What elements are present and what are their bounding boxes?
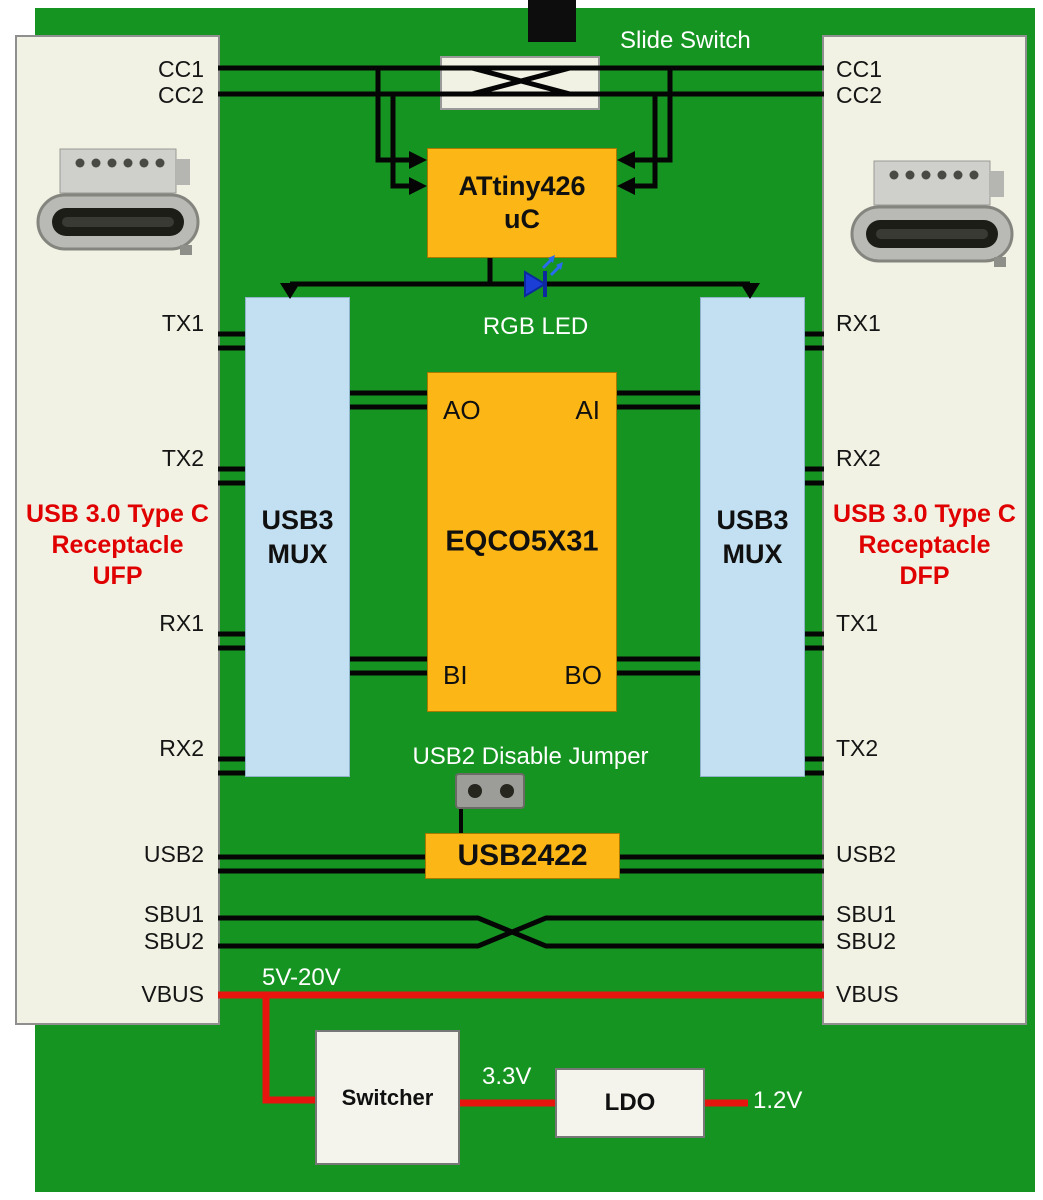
cable-stub xyxy=(528,0,576,42)
pin-right-sbu2: SBU2 xyxy=(836,928,897,954)
ldo-block: LDO xyxy=(555,1068,705,1138)
mux-left-line1: USB3 xyxy=(261,505,334,535)
mcu-sub: uC xyxy=(504,204,540,234)
right-title-line1: USB 3.0 Type C xyxy=(833,500,1016,528)
switcher-block: Switcher xyxy=(315,1030,460,1165)
pin-right-rx1: RX1 xyxy=(836,310,881,336)
left-receptacle-box: CC1 CC2 TX1 TX2 RX1 RX2 USB2 SBU1 SBU2 V… xyxy=(15,35,220,1025)
pin-right-tx2: TX2 xyxy=(836,735,879,761)
usb-c-connector-photo xyxy=(850,160,1014,267)
rail-12-label: 1.2V xyxy=(753,1087,803,1114)
pin-right-sbu1: SBU1 xyxy=(836,901,897,927)
mcu-name: ATtiny426 xyxy=(458,171,586,201)
rgb-led-label: RGB LED xyxy=(482,313,589,340)
slide-switch-label: Slide Switch xyxy=(620,27,751,54)
pin-left-cc1: CC1 xyxy=(157,56,204,82)
mcu-block: ATtiny426 uC xyxy=(427,148,617,258)
vbus-range-label: 5V-20V xyxy=(262,964,341,991)
rgb-led-icon xyxy=(524,255,563,298)
slide-switch-box xyxy=(440,56,600,110)
jumper-hole xyxy=(500,784,514,798)
pin-right-tx1: TX1 xyxy=(836,610,879,636)
pin-left-tx2: TX2 xyxy=(161,445,204,471)
redriver-pin-bi: BI xyxy=(443,660,468,690)
right-receptacle-box: CC1 CC2 RX1 RX2 TX1 TX2 USB2 SBU1 SBU2 V… xyxy=(822,35,1027,1025)
left-title-line3: UFP xyxy=(92,562,143,590)
jumper-hole xyxy=(468,784,482,798)
usb-c-connector-photo xyxy=(36,148,200,255)
mux-right-line2: MUX xyxy=(722,539,783,569)
mux-left-line2: MUX xyxy=(267,539,328,569)
right-receptacle-title: USB 3.0 Type C Receptacle DFP xyxy=(824,499,1025,592)
jumper-icon xyxy=(455,773,525,809)
left-title-line2: Receptacle xyxy=(51,531,184,559)
pin-left-rx1: RX1 xyxy=(159,610,204,636)
pin-left-tx1: TX1 xyxy=(161,310,204,336)
redriver-name: EQCO5X31 xyxy=(445,525,599,558)
left-title-line1: USB 3.0 Type C xyxy=(26,500,209,528)
usb3-mux-left-block: USB3 MUX xyxy=(245,297,350,777)
pin-right-rx2: RX2 xyxy=(836,445,881,471)
pin-left-sbu1: SBU1 xyxy=(143,901,204,927)
pin-left-rx2: RX2 xyxy=(159,735,204,761)
usb2-jumper-label: USB2 Disable Jumper xyxy=(412,743,649,770)
pin-left-usb2: USB2 xyxy=(143,841,204,867)
pin-left-cc2: CC2 xyxy=(157,82,204,108)
usb-hub-block: USB2422 xyxy=(425,833,620,879)
usb3-mux-right-block: USB3 MUX xyxy=(700,297,805,777)
pin-right-cc2: CC2 xyxy=(836,82,883,108)
redriver-block: AO AI BI BO EQCO5X31 xyxy=(427,372,617,712)
right-title-line2: Receptacle xyxy=(858,531,991,559)
redriver-pin-ai: AI xyxy=(575,395,600,425)
mux-right-line1: USB3 xyxy=(716,505,789,535)
redriver-pin-bo: BO xyxy=(564,660,602,690)
pin-right-cc1: CC1 xyxy=(836,56,883,82)
pin-left-sbu2: SBU2 xyxy=(143,928,204,954)
redriver-pin-ao: AO xyxy=(443,395,481,425)
pin-right-usb2: USB2 xyxy=(836,841,897,867)
right-title-line3: DFP xyxy=(899,562,950,590)
rail-33-label: 3.3V xyxy=(482,1063,532,1090)
pin-left-vbus: VBUS xyxy=(141,981,204,1007)
left-receptacle-title: USB 3.0 Type C Receptacle UFP xyxy=(17,499,218,592)
pin-right-vbus: VBUS xyxy=(836,981,899,1007)
